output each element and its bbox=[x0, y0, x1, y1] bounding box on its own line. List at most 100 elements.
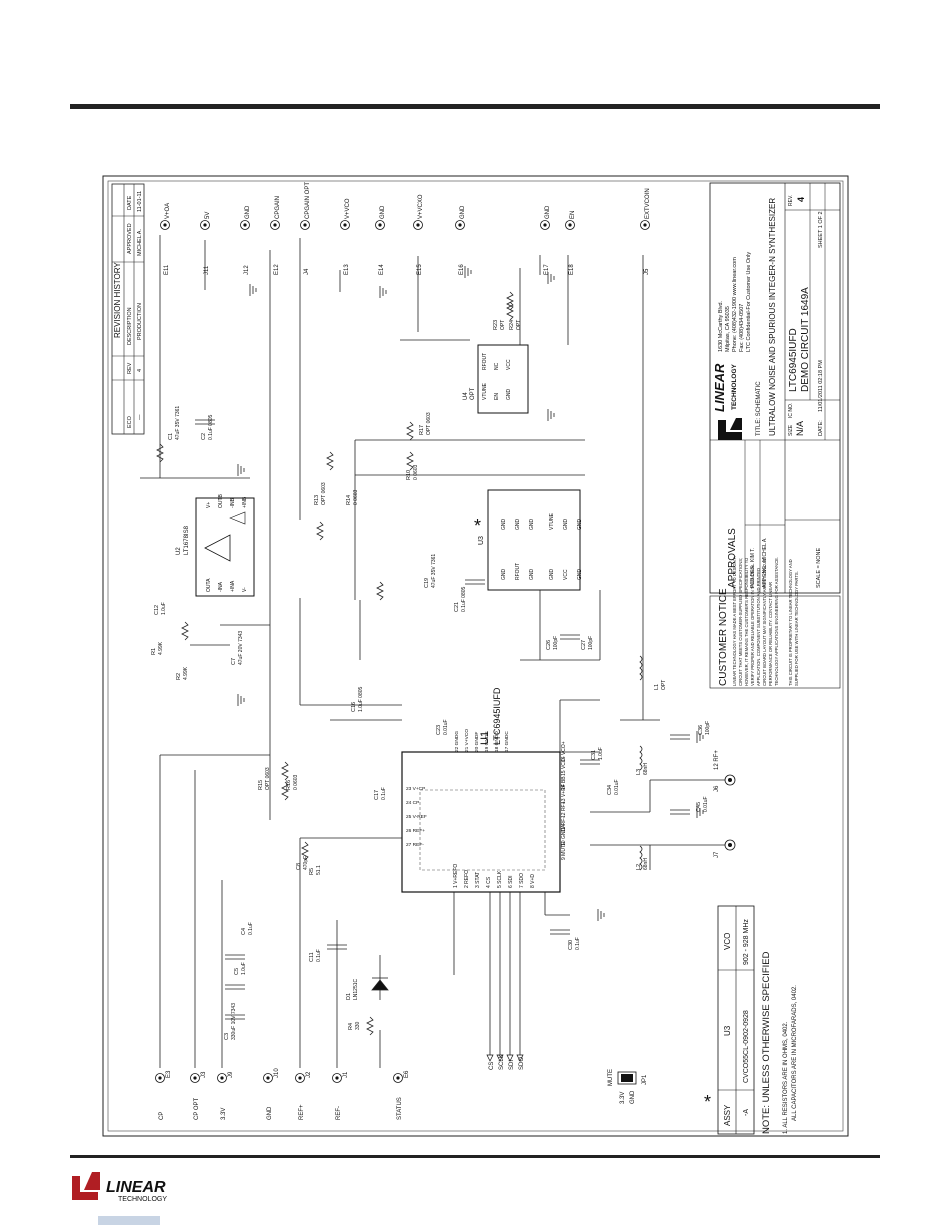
connector-e13[interactable] bbox=[340, 220, 350, 230]
u3-pin: GND bbox=[563, 519, 569, 531]
component-ref-c2: C2 bbox=[201, 433, 207, 440]
component-value: 0 0603 bbox=[293, 774, 299, 790]
connector-net: EXTVCOIN bbox=[645, 188, 651, 219]
connector-ref: E11 bbox=[164, 264, 170, 275]
component-value: 4.99K bbox=[158, 641, 164, 655]
notice-footer-line: SUPPLIED FOR USE WITH LINEAR TECHNOLOGY … bbox=[794, 571, 799, 686]
connector-e12[interactable] bbox=[270, 220, 280, 230]
u1-pin: 6 SDI bbox=[508, 875, 514, 888]
connector-j11[interactable] bbox=[200, 220, 210, 230]
u1-pin: 18 GNDD bbox=[494, 731, 500, 752]
u1-pin: 27 REF- bbox=[406, 842, 424, 848]
connector-net: CP bbox=[159, 1112, 165, 1120]
component-value: OPT bbox=[661, 680, 667, 690]
component-value: 68nH bbox=[643, 858, 649, 870]
connector-e18[interactable] bbox=[565, 220, 575, 230]
connector-ref: J3 bbox=[201, 1071, 207, 1078]
u2-pin: -INA bbox=[218, 581, 224, 592]
u2-pin: OUTA bbox=[206, 578, 212, 592]
assy-cell-u3: CVCO55CL-0902-0928 bbox=[743, 1010, 750, 1083]
component-ref-r1: R1 bbox=[151, 648, 157, 655]
assy-cell-assy: -A bbox=[743, 1109, 750, 1116]
connector-net: GND bbox=[267, 1106, 273, 1120]
u1-pin: 7 SDO bbox=[519, 873, 525, 888]
spi-arrow-icon bbox=[516, 1054, 524, 1062]
connector-e17[interactable] bbox=[540, 220, 550, 230]
notice-line: TECHNOLOGY APPLICATIONS ENGINEERING FOR … bbox=[774, 557, 779, 686]
component-ref-r2: R2 bbox=[176, 673, 182, 680]
ground-symbols bbox=[237, 266, 704, 921]
component-ref-c8: C8 bbox=[296, 863, 302, 870]
connector-e6[interactable] bbox=[393, 1073, 403, 1083]
date-label: DATE: bbox=[818, 420, 824, 436]
component-ref-c1: C1 bbox=[168, 433, 174, 440]
component-value: 1.0uF bbox=[161, 602, 167, 615]
ic-label: IC NO. bbox=[788, 403, 794, 418]
connector-e16[interactable] bbox=[455, 220, 465, 230]
u1-pin: 12 RF+ bbox=[561, 801, 567, 818]
component-ref-c5: C5 bbox=[234, 968, 240, 975]
connector-net: GND bbox=[545, 205, 551, 219]
u1-pin: 11 RF- bbox=[561, 817, 567, 832]
company-address-5: LTC Confidential-For Customer Use Only bbox=[746, 252, 752, 352]
component-ref-c11: C11 bbox=[309, 952, 315, 962]
u1-pin: 8 V+D bbox=[530, 874, 536, 888]
u1-pin: 23 V+CP bbox=[406, 786, 425, 792]
scale-info: SCALE = NONE bbox=[816, 547, 822, 588]
component-value: 0.1uF bbox=[575, 937, 581, 950]
revision-desc: PRODUCTION bbox=[137, 303, 143, 340]
u3-pin: GND bbox=[577, 519, 583, 531]
u2-pin: -INB bbox=[230, 497, 236, 508]
component-value: 0 0603 bbox=[353, 489, 359, 505]
connector-j1[interactable] bbox=[332, 1073, 342, 1083]
u2-opamp: U2 LT1678IS8 bbox=[176, 497, 255, 597]
jumper-gnd: GND bbox=[630, 1090, 636, 1104]
connector-j12[interactable] bbox=[240, 220, 250, 230]
connector-e11[interactable] bbox=[160, 220, 170, 230]
connector-e3[interactable] bbox=[155, 1073, 165, 1083]
u4-pin: GND bbox=[506, 389, 512, 401]
notice-line: LINEAR TECHNOLOGY HAS MADE A BEST EFFORT… bbox=[732, 556, 737, 686]
connector-e15[interactable] bbox=[413, 220, 423, 230]
revision-header-desc: DESCRIPTION bbox=[127, 307, 133, 345]
rf-plus-label: 12 RF+ bbox=[714, 750, 720, 770]
revision-date: 11-01-11 bbox=[137, 191, 143, 212]
component-ref-c12: C12 bbox=[154, 605, 160, 615]
connector-ref: E13 bbox=[344, 264, 350, 275]
jumper-mute: MUTE bbox=[608, 1069, 614, 1086]
component-value: LN1251C bbox=[353, 978, 359, 1000]
notes-line-1: 1. ALL RESISTORS ARE IN OHMS, 0402. bbox=[783, 1021, 789, 1134]
u3-pin: RFOUT bbox=[515, 563, 521, 580]
connector-j4[interactable] bbox=[300, 220, 310, 230]
connector-j10[interactable] bbox=[263, 1073, 273, 1083]
u1-part: LTC6945IUFD bbox=[492, 687, 502, 745]
u1-pin: 1 V+REFO bbox=[453, 864, 459, 888]
component-ref-r16: R16 bbox=[286, 780, 292, 790]
notice-footer-line: THIS CIRCUIT IS PROPRIETARY TO LINEAR TE… bbox=[788, 559, 793, 686]
jumper-jp1[interactable]: JP1 MUTE 3.3V GND bbox=[608, 1069, 648, 1104]
connector-j9[interactable] bbox=[217, 1073, 227, 1083]
ic-value: LTC6945IUFD bbox=[788, 328, 799, 392]
spi-sdo-label: SDO bbox=[519, 1057, 525, 1070]
assy-star: * bbox=[704, 1092, 711, 1112]
component-value: 47uF 35V 7361 bbox=[175, 406, 181, 440]
page-link-bar[interactable] bbox=[98, 1216, 160, 1225]
connector-ref: E15 bbox=[417, 264, 423, 275]
jumper-ref: JP1 bbox=[642, 1074, 648, 1085]
component-value: OPT 0603 bbox=[265, 767, 271, 790]
connector-net: 3.3V bbox=[221, 1108, 227, 1120]
component-ref-c23: C23 bbox=[436, 725, 442, 735]
component-value: 0.01uF bbox=[614, 779, 620, 795]
component-value: 330 bbox=[355, 1021, 361, 1030]
connector-e14[interactable] bbox=[375, 220, 385, 230]
spi-sclk-label: SCLK bbox=[499, 1054, 505, 1070]
connector-j5[interactable] bbox=[640, 220, 650, 230]
connector-j2[interactable] bbox=[295, 1073, 305, 1083]
component-value: 470pF bbox=[303, 856, 309, 870]
demo-circuit: DEMO CIRCUIT 1649A bbox=[800, 287, 811, 392]
company-address-3: Phone: (408)432-1900 www.linear.com bbox=[732, 257, 738, 352]
revision-eco: — bbox=[137, 414, 143, 420]
u4-pin: VTUNE bbox=[482, 382, 488, 400]
notice-line: CIRCUIT THAT MEETS CUSTOMER-SUPPLIED SPE… bbox=[738, 558, 743, 686]
connector-j3[interactable] bbox=[190, 1073, 200, 1083]
